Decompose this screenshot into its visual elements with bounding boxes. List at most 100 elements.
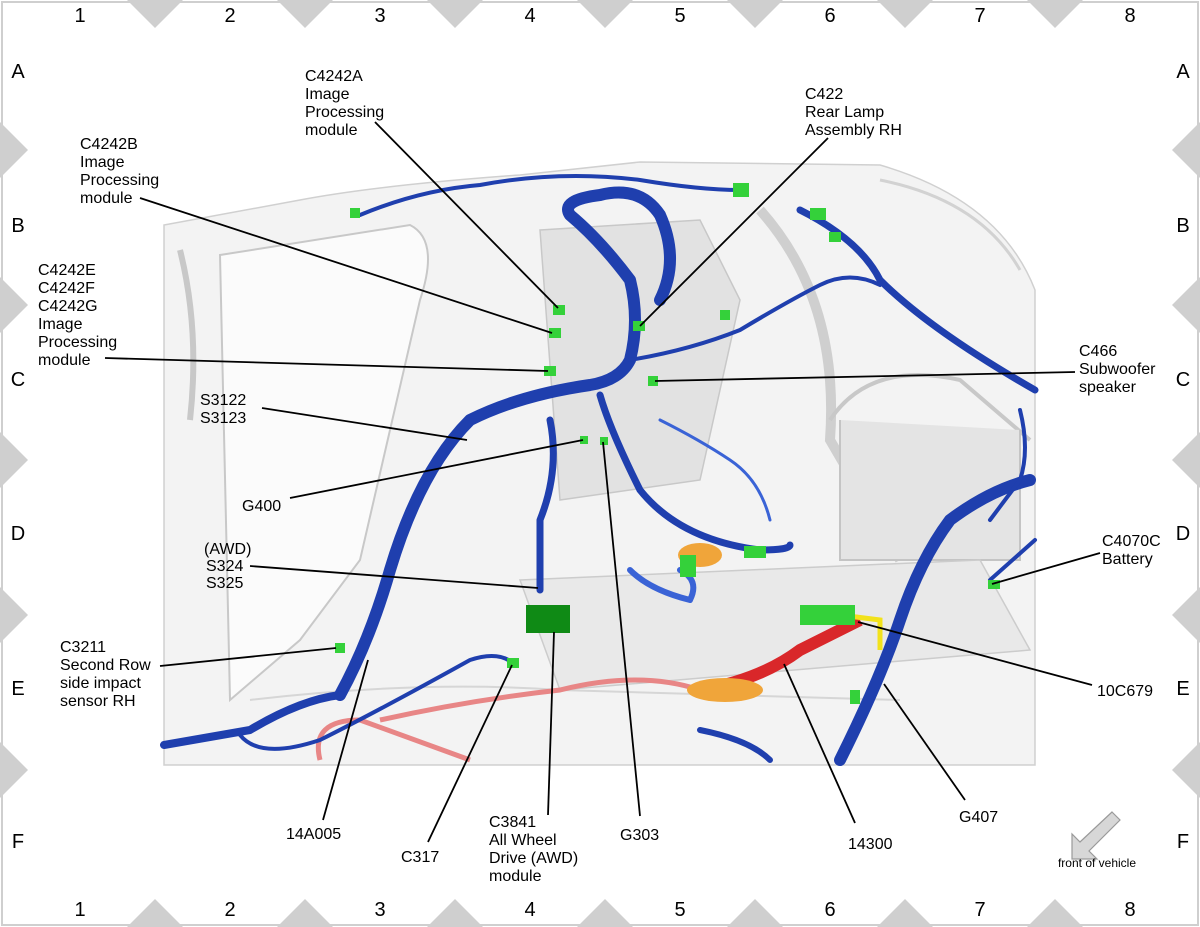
label-g303: G303 — [620, 827, 659, 844]
frame-marker-top-5 — [877, 0, 933, 28]
frame-marker-left-2 — [0, 432, 28, 488]
label-c3841-line2: All Wheel — [489, 832, 557, 849]
frame-marker-left-3 — [0, 587, 28, 643]
harness-branch-lower — [697, 727, 773, 763]
label-c4070c-line1: C4070C — [1102, 533, 1161, 550]
harness-branch-sill — [160, 691, 344, 749]
leader-s3122 — [261, 407, 468, 441]
label-c422-line3: Assembly RH — [805, 122, 902, 139]
label-s3122-line1: S3122 — [200, 392, 246, 409]
connector-c466 — [648, 376, 658, 386]
frame-marker-bottom-1 — [277, 899, 333, 927]
frame-marker-right-1 — [1172, 277, 1200, 333]
frame-marker-bottom-3 — [577, 899, 633, 927]
frame-marker-top-4 — [727, 0, 783, 28]
leader-c317 — [427, 664, 513, 843]
frame-marker-right-2 — [1172, 432, 1200, 488]
harness-trunk — [334, 186, 676, 701]
grid-col-8-bottom: 8 — [1124, 899, 1135, 921]
orientation-indicator: front of vehicle — [1058, 811, 1136, 870]
harness-branch-awd — [536, 416, 557, 594]
label-c4070c-line2: Battery — [1102, 551, 1153, 568]
label-c4242b-line3: Processing — [80, 172, 159, 189]
connector-c3841 — [526, 605, 570, 633]
grid-col-6-bottom: 6 — [824, 899, 835, 921]
label-c317: C317 — [401, 849, 439, 866]
connector-g400 — [580, 436, 588, 444]
frame-marker-right-4 — [1172, 742, 1200, 798]
label-c466-line1: C466 — [1079, 343, 1117, 360]
label-s324-line3: S325 — [206, 575, 243, 592]
grid-col-5-bottom: 5 — [674, 899, 685, 921]
label-g400: G400 — [242, 498, 281, 515]
grid-col-8-top: 8 — [1124, 5, 1135, 27]
grid-row-a-right: A — [1176, 61, 1190, 83]
label-c4070c: C4070C Battery — [1102, 533, 1165, 568]
connector-fuse — [680, 555, 696, 577]
harness-loop — [627, 567, 697, 603]
harness-thin-branch — [658, 418, 772, 522]
label-c4242a: C4242A Image Processing module — [305, 68, 389, 139]
roof-rail — [879, 178, 1022, 271]
grid-right: A B C D E F — [1176, 61, 1191, 853]
label-c422: C422 Rear Lamp Assembly RH — [805, 86, 902, 139]
connector-c3211 — [335, 643, 345, 653]
label-c4242a-line3: Processing — [305, 104, 384, 121]
leader-s324 — [249, 565, 539, 589]
grid-row-b-left: B — [11, 215, 24, 237]
connector-roof-left — [350, 208, 360, 218]
frame-marker-right-3 — [1172, 587, 1200, 643]
connector-c317 — [507, 658, 519, 668]
label-c3211-line3: side impact — [60, 675, 141, 692]
label-c4242efg-line6: module — [38, 352, 91, 369]
label-c3841-line4: module — [489, 868, 542, 885]
leader-14a005 — [322, 659, 369, 821]
harness-branch-right — [834, 474, 1036, 766]
leader-c4242efg — [104, 357, 549, 372]
grid-row-e-right: E — [1176, 678, 1189, 700]
power-cables — [316, 543, 883, 763]
leader-c4242a — [374, 121, 559, 309]
label-s3122: S3122 S3123 — [200, 392, 251, 427]
grid-row-c-left: C — [11, 369, 25, 391]
frame-marker-top-1 — [277, 0, 333, 28]
harness-branch-floor — [596, 391, 794, 554]
cargo-floor — [518, 559, 1032, 691]
connector-panel — [720, 310, 730, 320]
connector-c422 — [633, 321, 645, 331]
label-c4242efg-line5: Processing — [38, 334, 117, 351]
grid-col-4-bottom: 4 — [524, 899, 535, 921]
leader-g407 — [883, 683, 966, 801]
connector-c4242b — [549, 328, 561, 338]
grid-top: 1 2 3 4 5 6 7 8 — [74, 5, 1135, 27]
label-s324-line1: (AWD) — [204, 541, 251, 558]
wheel-arch — [828, 373, 1032, 442]
frame-marker-left-4 — [0, 742, 28, 798]
harness-branch-c317 — [238, 654, 517, 751]
grid-row-f-right: F — [1177, 831, 1189, 853]
grid-col-7-bottom: 7 — [974, 899, 985, 921]
label-14300: 14300 — [848, 836, 893, 853]
label-c4242efg-line3: C4242G — [38, 298, 98, 315]
grid-col-1-top: 1 — [74, 5, 85, 27]
leader-c466 — [654, 371, 1076, 382]
harness-branch-upper-right — [628, 275, 882, 362]
label-c4242efg-line4: Image — [38, 316, 83, 333]
connector-g407 — [850, 690, 860, 704]
label-14a005: 14A005 — [286, 826, 341, 843]
frame-marker-bottom-6 — [1027, 899, 1083, 927]
leader-14300 — [783, 663, 856, 824]
harness-branch-roof — [358, 174, 742, 217]
connector-roof-right — [733, 183, 749, 197]
grid-row-d-right: D — [1176, 523, 1190, 545]
label-c3841: C3841 All Wheel Drive (AWD) module — [489, 814, 583, 885]
label-c4242a-line4: module — [305, 122, 358, 139]
label-c4242efg-line2: C4242F — [38, 280, 95, 297]
label-c4242b-line4: module — [80, 190, 133, 207]
label-10c679: 10C679 — [1097, 683, 1153, 700]
leader-c3841 — [547, 631, 555, 816]
label-c422-line2: Rear Lamp — [805, 104, 884, 121]
grid-col-7-top: 7 — [974, 5, 985, 27]
vehicle-body — [163, 161, 1036, 766]
